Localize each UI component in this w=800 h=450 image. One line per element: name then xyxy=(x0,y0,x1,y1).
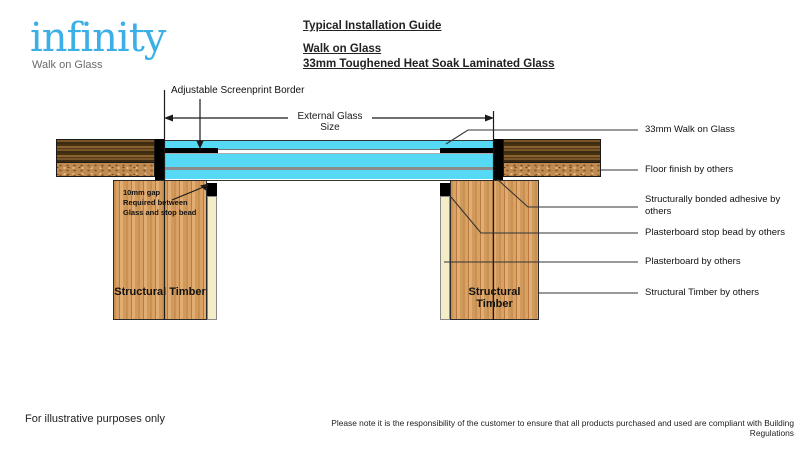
glass-interlayer-2 xyxy=(164,167,494,170)
stop-bead-right xyxy=(440,183,450,196)
structural-timber-left: Structural Timber xyxy=(113,180,207,320)
page-title: Typical Installation Guide xyxy=(303,20,442,32)
gap-note-line2: Required between xyxy=(123,198,188,207)
adhesive-bar-left xyxy=(155,139,164,181)
timber-label: Structural Timber xyxy=(468,286,521,310)
callout-bonded-adhesive: Structurally bonded adhesive by others xyxy=(645,194,781,217)
glass-ply-bottom xyxy=(164,169,494,179)
laminated-glass xyxy=(164,140,494,181)
screenprint-border-right xyxy=(440,147,494,153)
illustrative-note: For illustrative purposes only xyxy=(25,413,166,425)
external-glass-size-label: External Glass Size xyxy=(297,111,363,133)
gap-note-line3: Glass and stop bead xyxy=(123,208,197,217)
structural-timber-right: Structural Timber xyxy=(450,180,539,320)
plasterboard-right xyxy=(440,196,450,320)
floor-chipboard-layer xyxy=(57,163,154,176)
title-block: Typical Installation Guide Walk on Glass… xyxy=(303,19,555,72)
floor-chipboard-layer xyxy=(504,163,600,176)
floor-finish-left xyxy=(56,139,155,177)
floor-wood-layer xyxy=(504,140,600,163)
gap-annotation: 10mm gap Required between Glass and stop… xyxy=(123,188,196,218)
glass-ply-middle xyxy=(164,153,494,167)
gap-note-line1: 10mm gap xyxy=(123,188,161,197)
logo: infinity Walk on Glass xyxy=(30,15,166,71)
glass-ply-top xyxy=(164,141,494,149)
page-subtitle-2: 33mm Toughened Heat Soak Laminated Glass xyxy=(303,58,555,70)
callout-walk-on-glass: 33mm Walk on Glass xyxy=(645,124,735,135)
plasterboard-left xyxy=(207,196,217,320)
callout-structural-timber: Structural Timber by others xyxy=(645,287,760,298)
glass-interlayer-1 xyxy=(164,149,494,154)
building-regulations-note: Please note it is the responsibility of … xyxy=(331,418,794,438)
callout-plasterboard: Plasterboard by others xyxy=(645,256,741,267)
page-subtitle-1: Walk on Glass xyxy=(303,43,382,55)
stop-bead-left xyxy=(207,183,217,196)
dimension-arrow-right-icon xyxy=(485,114,494,122)
floor-finish-right xyxy=(503,139,601,177)
floor-wood-layer xyxy=(57,140,154,163)
logo-tagline: Walk on Glass xyxy=(32,59,103,71)
adhesive-bar-right xyxy=(494,139,503,181)
screenprint-annotation: Adjustable Screenprint Border xyxy=(171,85,305,96)
callout-floor-finish: Floor finish by others xyxy=(645,164,734,175)
dimension-arrow-left-icon xyxy=(164,114,173,122)
screenprint-border-left xyxy=(164,147,218,153)
timber-label: Structural Timber xyxy=(114,286,206,298)
callout-stop-bead: Plasterboard stop bead by others xyxy=(645,227,785,238)
infinity-logo-text: infinity xyxy=(30,15,166,61)
